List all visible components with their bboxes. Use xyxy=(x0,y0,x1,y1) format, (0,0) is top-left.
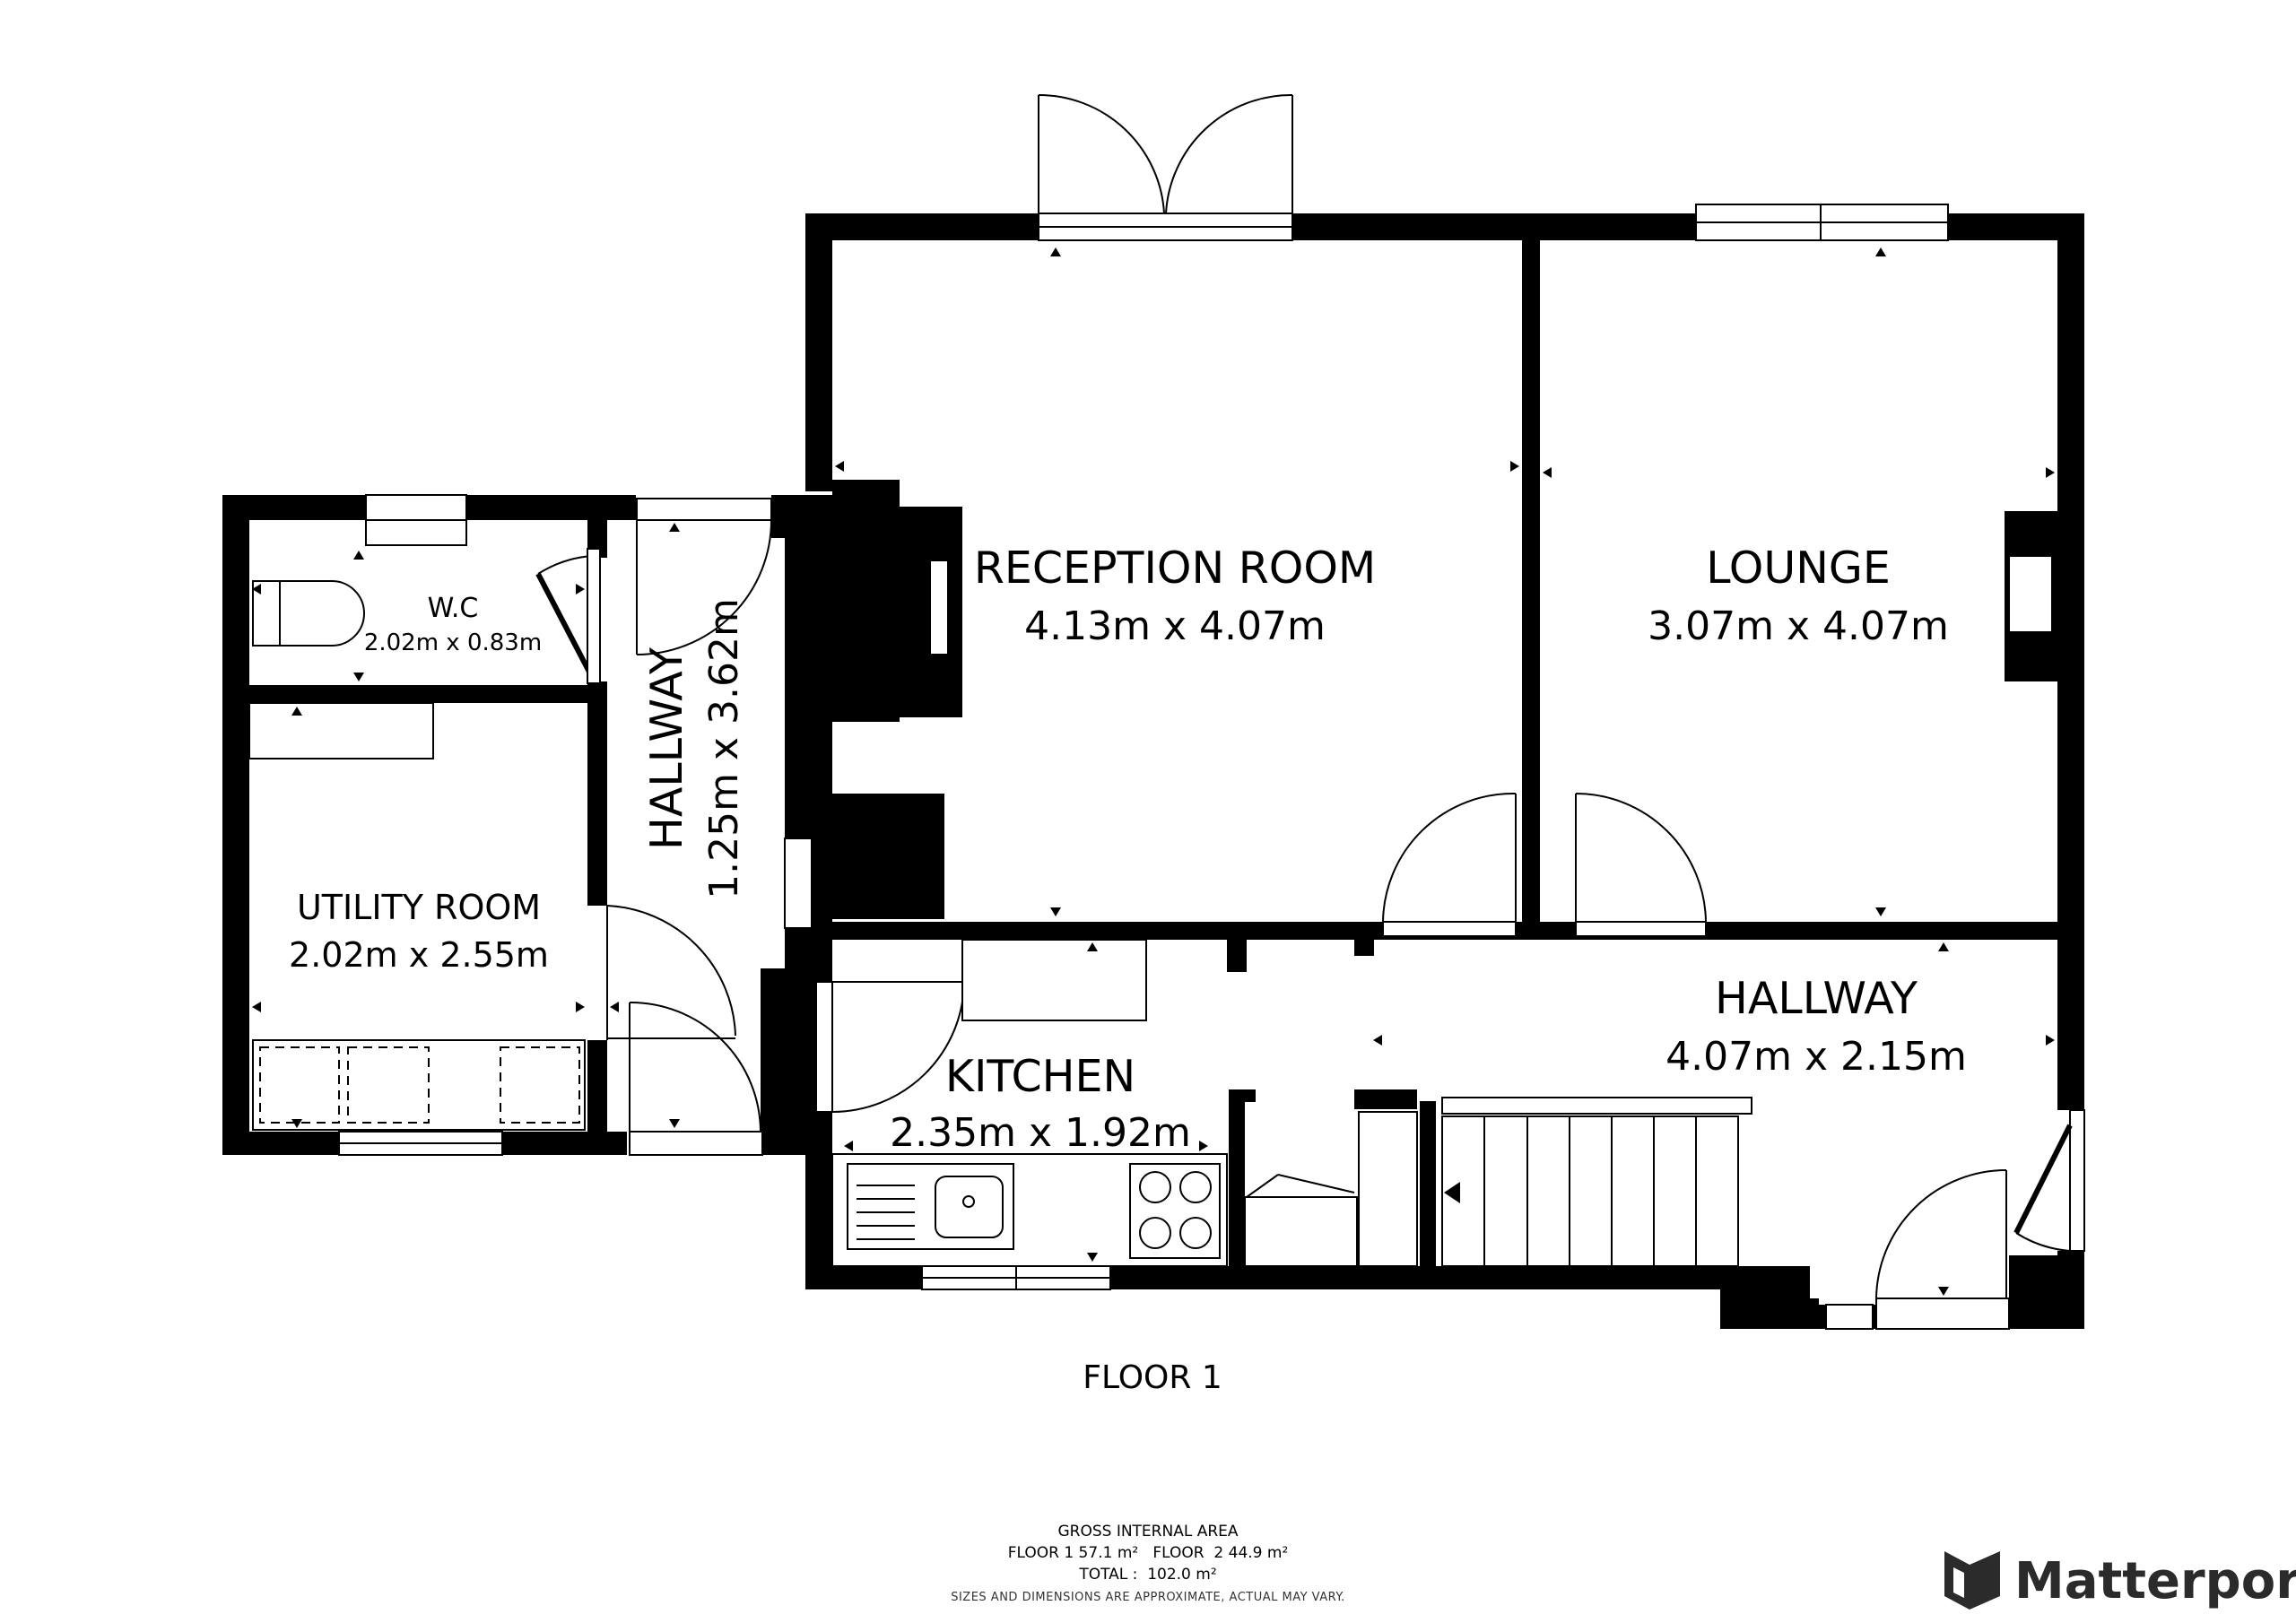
wc-name: W.C xyxy=(428,593,479,624)
floor-label: FLOOR 1 xyxy=(1083,1359,1222,1396)
windows xyxy=(338,204,2085,1330)
utility-room-name: UTILITY ROOM xyxy=(297,888,541,927)
main-hallway-name: HALLWAY xyxy=(1715,973,1918,1024)
side-hallway-label: HALLWAY 1.25m x 3.62m xyxy=(641,598,747,899)
wc-dims: 2.02m x 0.83m xyxy=(364,629,542,656)
kitchen-dims: 2.35m x 1.92m xyxy=(890,1110,1191,1156)
kitchen-name: KITCHEN xyxy=(945,1051,1135,1102)
fixtures xyxy=(248,580,1752,1267)
window-hall-small xyxy=(1825,1304,1874,1330)
area-heading: GROSS INTERNAL AREA xyxy=(1057,1523,1238,1541)
doors xyxy=(535,93,2073,1330)
dimension-markers xyxy=(252,247,2055,1296)
matterport-brand-name: Matterport xyxy=(2014,1552,2296,1610)
window-hall-side xyxy=(2069,1109,2085,1252)
matterport-logo: Matterport xyxy=(1944,1551,2296,1610)
area-disclaimer: SIZES AND DIMENSIONS ARE APPROXIMATE, AC… xyxy=(951,1591,1345,1604)
utility-room-dims: 2.02m x 2.55m xyxy=(289,935,549,975)
area-total: TOTAL : 102.0 m² xyxy=(1078,1566,1216,1584)
fireplace-lounge xyxy=(2008,555,2053,633)
lounge-name: LOUNGE xyxy=(1706,542,1891,594)
fireplace-reception xyxy=(929,560,949,655)
matterport-logo-icon xyxy=(1944,1551,2000,1610)
reception-room-name: RECEPTION ROOM xyxy=(974,542,1376,594)
side-hallway-dims: 1.25m x 3.62m xyxy=(701,598,747,899)
reception-room-dims: 4.13m x 4.07m xyxy=(1024,603,1326,649)
window-side-hallway xyxy=(784,838,813,929)
area-floors: FLOOR 1 57.1 m² FLOOR 2 44.9 m² xyxy=(1008,1544,1289,1562)
lounge-dims: 3.07m x 4.07m xyxy=(1648,603,1949,649)
main-hallway-dims: 4.07m x 2.15m xyxy=(1665,1034,1967,1080)
room-labels: RECEPTION ROOM 4.13m x 4.07m LOUNGE 3.07… xyxy=(289,542,1967,1396)
walls xyxy=(222,213,2084,1329)
area-summary: GROSS INTERNAL AREA FLOOR 1 57.1 m² FLOO… xyxy=(951,1523,1345,1604)
side-hallway-name: HALLWAY xyxy=(641,647,692,850)
